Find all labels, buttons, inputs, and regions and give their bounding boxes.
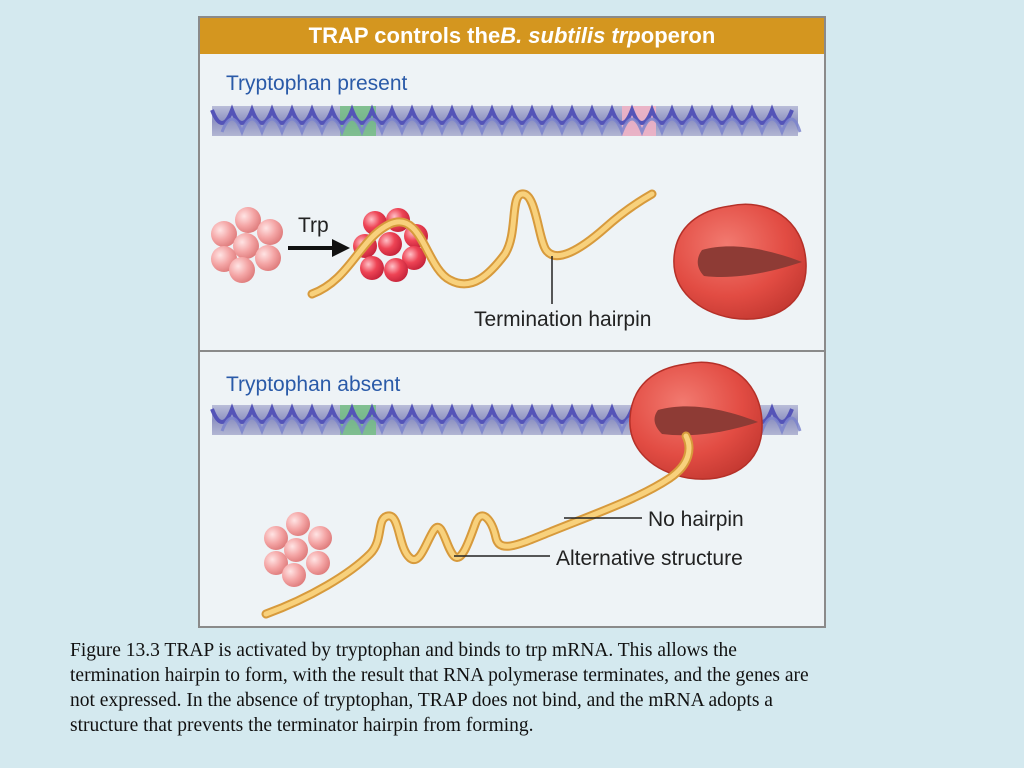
trp-label: Trp bbox=[298, 214, 329, 237]
figure-panel: TRAP controls the B. subtilis trp operon bbox=[198, 16, 826, 628]
dna-helix-1 bbox=[210, 104, 802, 137]
figure-title-prefix: TRAP controls the bbox=[308, 23, 501, 48]
caption-line-1: Figure 13.3 TRAP is activated by tryptop… bbox=[70, 640, 737, 661]
panel2-heading: Tryptophan absent bbox=[226, 373, 401, 396]
mrna-2 bbox=[261, 431, 694, 619]
termination-hairpin-label: Termination hairpin bbox=[474, 308, 651, 331]
caption-line-4: structure that prevents the terminator h… bbox=[70, 715, 534, 736]
panel-divider bbox=[200, 350, 824, 352]
trap-inactive-1 bbox=[211, 207, 283, 283]
panel1-heading: Tryptophan present bbox=[226, 72, 407, 95]
rna-polymerase-2 bbox=[629, 361, 763, 480]
trp-arrow bbox=[288, 239, 350, 257]
figure-title-species: B. subtilis trp bbox=[500, 23, 641, 48]
dna-strand-a-1 bbox=[210, 104, 794, 125]
operon-diagram: Tryptophan present Trp bbox=[210, 72, 807, 619]
caption-line-2: termination hairpin to form, with the re… bbox=[70, 665, 809, 686]
trap-inactive-2 bbox=[264, 512, 332, 587]
no-hairpin-label: No hairpin bbox=[648, 508, 744, 531]
caption-line-3: not expressed. In the absence of tryptop… bbox=[70, 690, 773, 711]
figure-title: TRAP controls the B. subtilis trp operon bbox=[200, 18, 824, 54]
rna-polymerase-1 bbox=[673, 203, 807, 320]
mrna-1 bbox=[307, 189, 657, 299]
figure-title-suffix: operon bbox=[640, 23, 716, 48]
alternative-structure-label: Alternative structure bbox=[556, 547, 743, 570]
figure-caption: Figure 13.3 TRAP is activated by tryptop… bbox=[70, 638, 950, 738]
dna-strand-b-1 bbox=[220, 117, 802, 137]
